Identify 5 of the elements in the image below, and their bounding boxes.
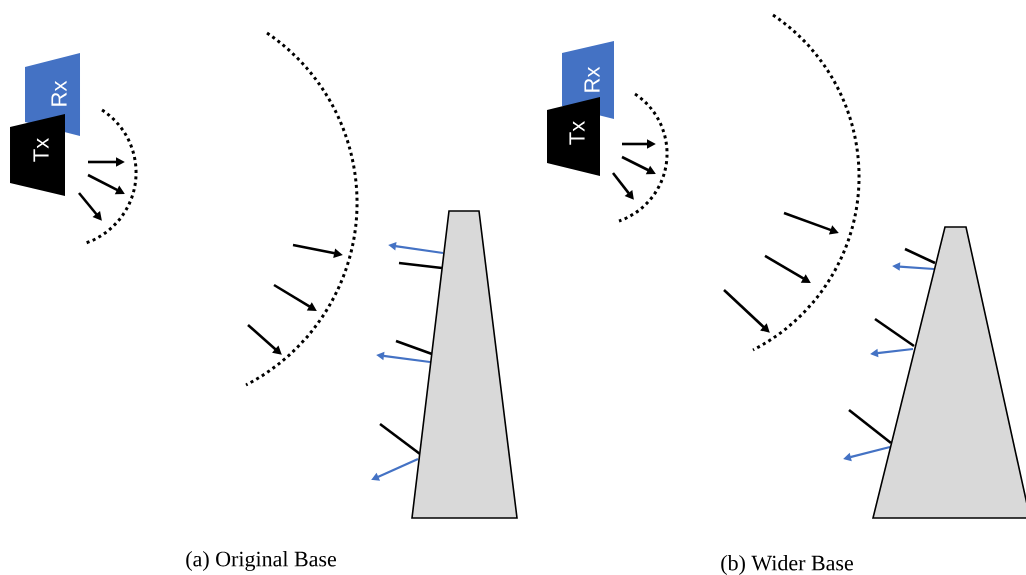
caption: (a) Original Base	[186, 551, 336, 571]
tower-base	[411, 210, 518, 519]
transmitter-panel: Tx	[547, 97, 600, 176]
caption: (b) Wider Base	[721, 555, 853, 575]
transmitter-panel: Tx	[10, 114, 65, 196]
